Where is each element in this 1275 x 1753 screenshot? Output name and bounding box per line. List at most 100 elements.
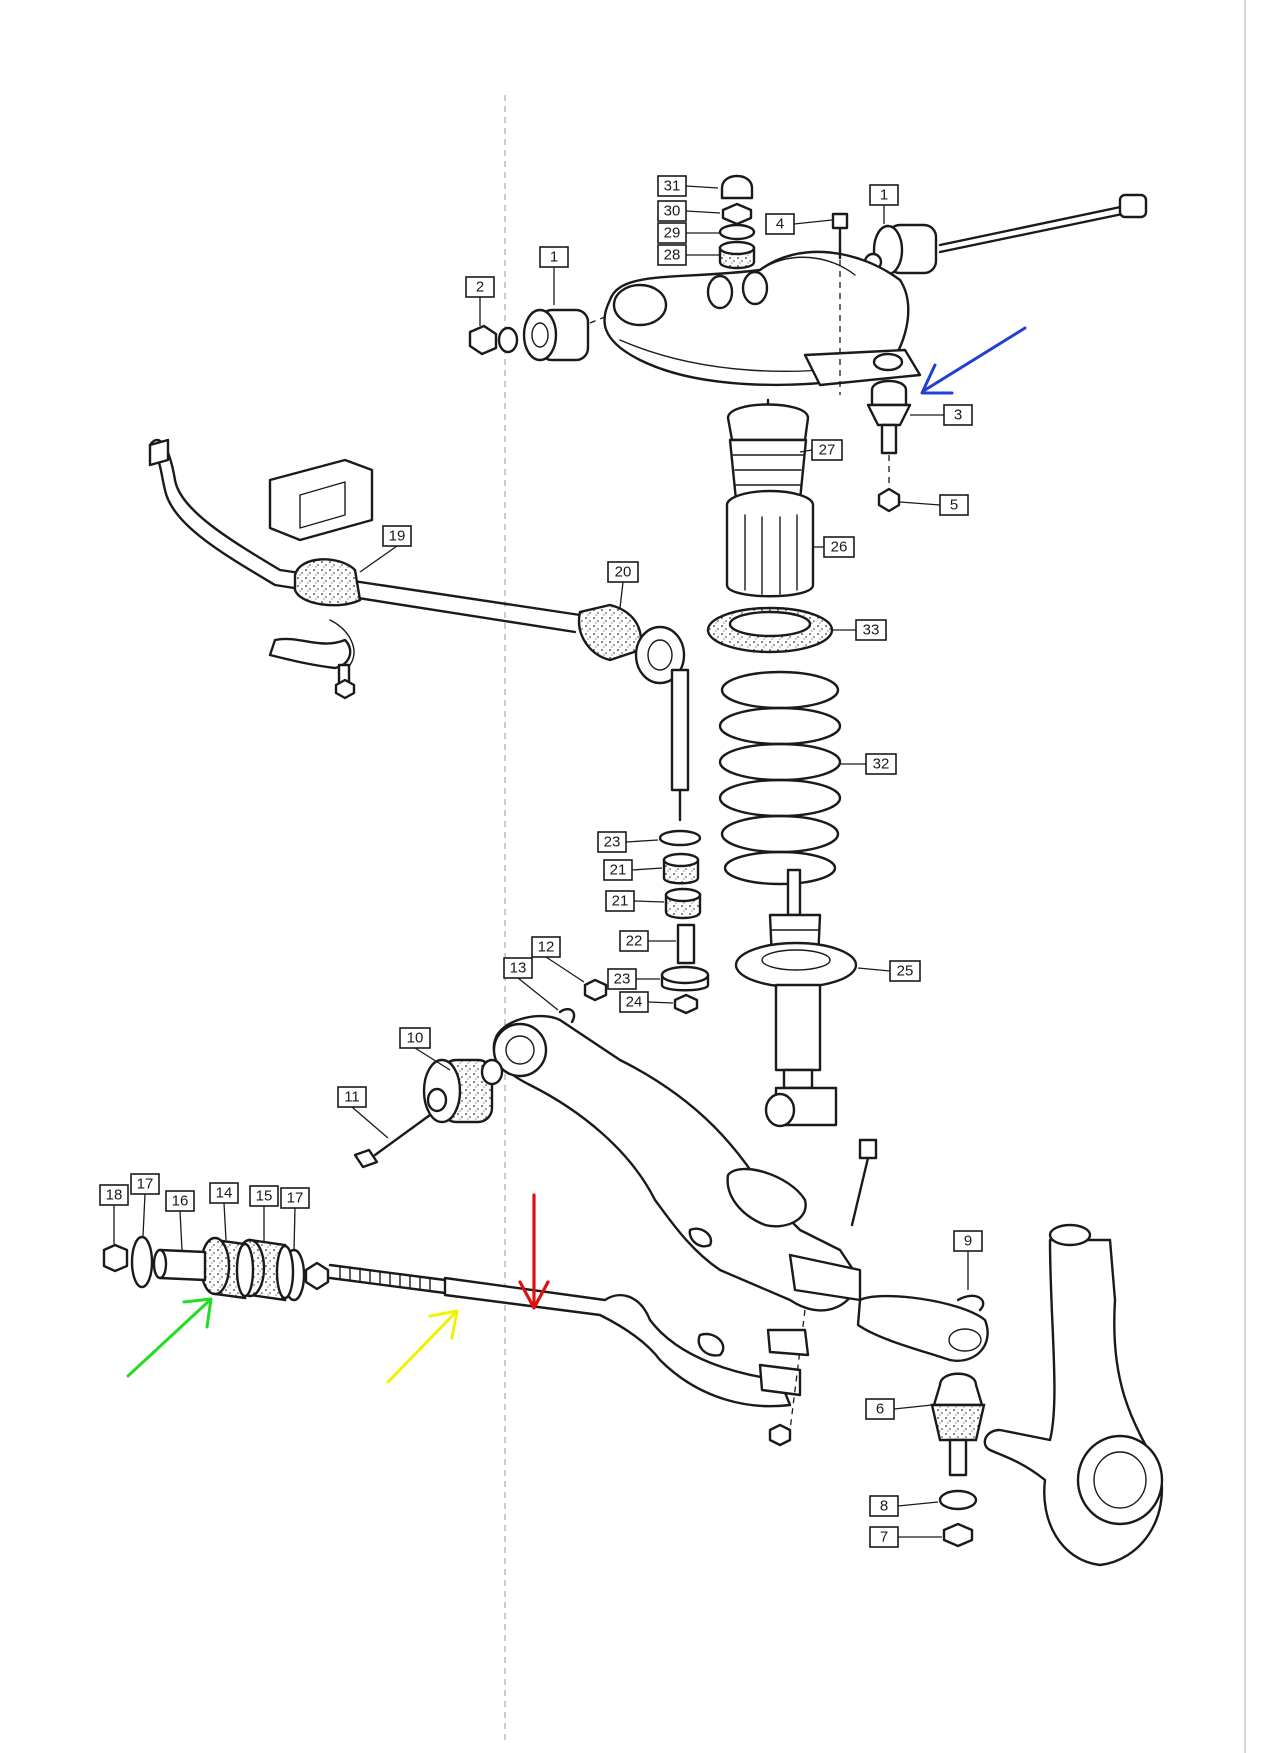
strut-bushing-14: [199, 1236, 255, 1300]
callout-2: 2: [465, 276, 495, 326]
callout-19: 19: [359, 525, 412, 573]
bolt-head-11: [353, 1148, 379, 1169]
callout-5: 5: [899, 494, 969, 516]
lower-arm-opening: [726, 1167, 807, 1228]
shock-top-hardware: [706, 174, 769, 310]
nut-12: [583, 978, 608, 1002]
upper-control-arm-group: [468, 174, 1148, 513]
callout-30: 30: [657, 200, 721, 222]
callout-12: 12: [531, 936, 585, 983]
svg-text:1: 1: [880, 187, 888, 204]
callout-4: 4: [765, 213, 833, 235]
cap-nut-31: [720, 174, 754, 200]
shaft-end: [1118, 193, 1148, 219]
annotation-arrows: [126, 326, 1027, 1384]
svg-text:17: 17: [137, 1176, 154, 1193]
shock-absorber-25: [734, 868, 858, 1128]
washer: [497, 326, 519, 354]
callout-23-bottom: 23: [607, 968, 660, 990]
svg-text:29: 29: [664, 225, 681, 242]
upper-ball-joint: [866, 379, 912, 513]
callout-27: 27: [799, 439, 843, 461]
washer-29: [718, 223, 756, 241]
svg-text:27: 27: [819, 442, 836, 459]
callout-11: 11: [337, 1086, 389, 1139]
svg-text:9: 9: [964, 1233, 972, 1250]
svg-text:10: 10: [407, 1030, 424, 1047]
link-hardware-stack: [658, 829, 710, 1015]
svg-text:1: 1: [550, 249, 558, 266]
bolt-head-4: [831, 212, 849, 230]
callout-1-left: 1: [539, 246, 569, 305]
washer-23a: [658, 829, 702, 847]
svg-text:8: 8: [880, 1498, 888, 1515]
callout-24: 24: [619, 991, 674, 1013]
lower-ball-joint-6: [930, 1372, 986, 1548]
nut-7: [942, 1522, 974, 1548]
svg-text:22: 22: [626, 933, 643, 950]
callout-20: 20: [607, 561, 639, 609]
callout-21-top: 21: [603, 859, 663, 881]
callout-labels: 31 30 29 28 4 1 1 2 3 27 5 26 19 20 33 3…: [99, 175, 983, 1548]
svg-text:20: 20: [615, 564, 632, 581]
svg-text:17: 17: [287, 1190, 304, 1207]
washer-8: [938, 1489, 978, 1511]
stabilizer-bar-group: [148, 438, 710, 1015]
callout-13: 13: [503, 957, 559, 1011]
blue-arrow: [920, 326, 1027, 395]
callout-29: 29: [657, 222, 719, 244]
callout-17-right: 17: [280, 1187, 310, 1251]
upper-arm-shaft: [938, 203, 1132, 247]
upper-control-arm: [603, 250, 910, 387]
callout-1-right: 1: [869, 184, 899, 224]
svg-text:25: 25: [897, 963, 914, 980]
tension-strut-group: [102, 1235, 810, 1447]
end-link-bushing-20: [577, 603, 686, 685]
svg-text:21: 21: [612, 893, 629, 910]
nut-18: [102, 1243, 129, 1273]
spacer-22: [676, 923, 696, 965]
dust-boot-26: [725, 505, 815, 598]
callout-32: 32: [840, 753, 897, 775]
callout-18: 18: [99, 1184, 129, 1244]
bump-stop-27-top: [726, 403, 810, 442]
upper-arm-shaft-lower: [938, 210, 1134, 254]
callout-16: 16: [165, 1190, 195, 1251]
svg-text:23: 23: [604, 834, 621, 851]
svg-text:13: 13: [510, 960, 527, 977]
strut-bracket: [758, 1363, 802, 1397]
green-arrow: [126, 1297, 213, 1378]
callout-31: 31: [657, 175, 719, 197]
svg-text:16: 16: [172, 1193, 189, 1210]
svg-text:6: 6: [876, 1401, 884, 1418]
svg-text:28: 28: [664, 247, 681, 264]
callout-17-left: 17: [130, 1173, 160, 1237]
svg-text:15: 15: [256, 1188, 273, 1205]
ball-joint-plate: [856, 1294, 989, 1362]
callout-23-top: 23: [597, 831, 659, 853]
stabilizer-bushing-19: [293, 558, 362, 607]
bar-bracket: [268, 637, 352, 670]
strut-thread: [328, 1263, 447, 1282]
callout-25: 25: [857, 960, 921, 982]
callout-9: 9: [953, 1230, 983, 1290]
callout-6: 6: [865, 1398, 933, 1420]
svg-text:14: 14: [216, 1185, 233, 1202]
nut-2: [468, 324, 498, 356]
lower-control-arm: [492, 1014, 862, 1312]
callout-15: 15: [249, 1185, 279, 1242]
callout-26: 26: [814, 536, 855, 558]
snap-ring-9: [956, 1294, 985, 1312]
svg-text:3: 3: [954, 407, 962, 424]
callout-22: 22: [619, 930, 676, 952]
svg-text:5: 5: [950, 497, 958, 514]
nut-30: [721, 202, 753, 226]
svg-text:2: 2: [476, 279, 484, 296]
spring-shock-column: [706, 398, 858, 1128]
callout-8: 8: [869, 1495, 939, 1517]
svg-text:19: 19: [389, 528, 406, 545]
callout-33: 33: [832, 619, 887, 641]
svg-text:23: 23: [614, 971, 631, 988]
